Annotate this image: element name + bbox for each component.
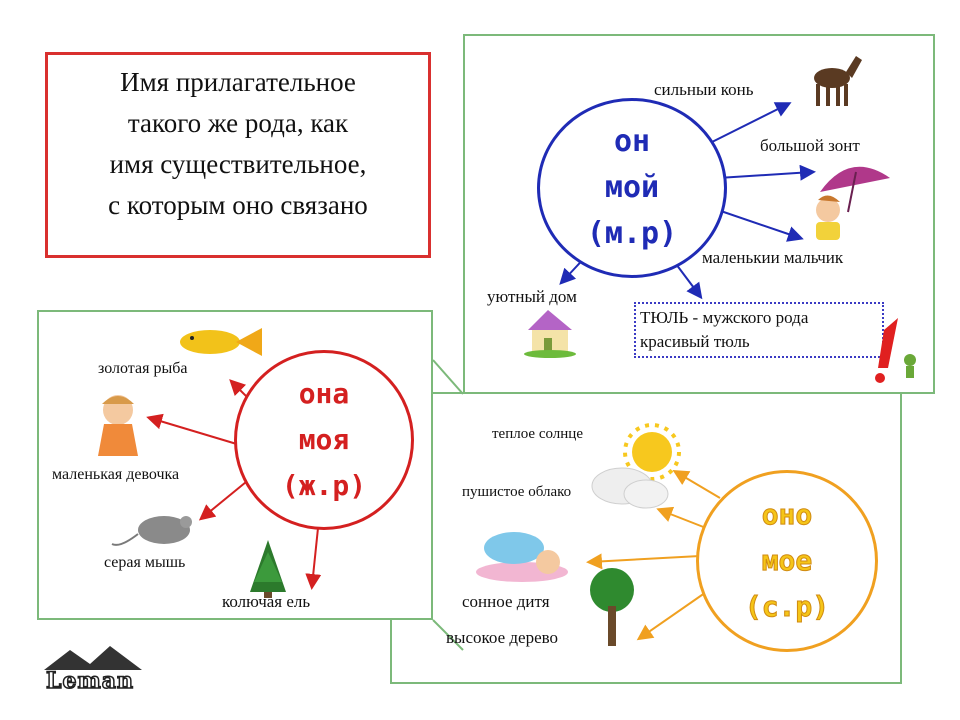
feminine-pronoun-1: она (298, 377, 350, 410)
label-golden-fish: золотая рыба (98, 360, 188, 377)
label-prickly-fir: колючая ель (222, 592, 311, 611)
sun-icon (623, 423, 681, 481)
arrow-m-2 (717, 164, 816, 181)
arrow-m-1 (699, 102, 792, 149)
tulle-note (634, 302, 884, 358)
arrow-m-3 (711, 207, 804, 242)
exclamation-icon (875, 318, 916, 383)
girl-icon (98, 395, 138, 456)
rule-text: Имя прилагательное такого же рода, как и… (45, 62, 431, 226)
neuter-pronoun-1: оно (761, 498, 813, 532)
cloud-icon (591, 467, 669, 509)
tree-icon (590, 568, 634, 646)
arrow-f-4 (305, 527, 322, 590)
label-tall-tree: высокое дерево (446, 628, 559, 647)
neuter-circle: оно мое (с.р) (696, 470, 878, 652)
horse-icon (814, 56, 862, 106)
boy-icon (816, 195, 840, 240)
arrow-m-5 (675, 263, 703, 300)
masculine-pronoun-1: он (613, 124, 651, 159)
arrow-n-4 (636, 587, 713, 641)
neuter-gender: (с.р) (744, 590, 830, 624)
masculine-gender: (м.р) (586, 216, 678, 251)
label-cozy-house: уютный дом (487, 287, 577, 306)
fir-tree-icon (250, 540, 286, 598)
house-icon (524, 310, 576, 358)
rule-line-2: такого же рода, как (127, 108, 349, 138)
feminine-gender: (ж.р) (281, 469, 367, 502)
arrow-n-3 (586, 553, 701, 570)
neuter-pronoun-2: мое (761, 544, 813, 578)
tulle-note-line-1: ТЮЛЬ - мужского рода (640, 308, 809, 327)
feminine-circle: она моя (ж.р) (234, 350, 414, 530)
label-warm-sun: теплое солнце (492, 426, 583, 442)
label-grey-mouse: серая мышь (104, 554, 186, 571)
arrow-n-2 (656, 506, 707, 529)
logo-mountains-icon (44, 646, 142, 670)
arrow-f-3 (198, 481, 247, 521)
rule-line-1: Имя прилагательное (120, 67, 356, 97)
rule-line-3: имя существительное, (109, 149, 367, 179)
masculine-pronoun-2: мой (604, 170, 660, 205)
arrow-n-1 (672, 469, 721, 499)
rule-line-4: с которым оно связано (108, 190, 368, 220)
rule-box (45, 52, 431, 258)
label-sleepy-child: сонное дитя (462, 592, 550, 611)
arrow-f-2 (146, 413, 241, 446)
label-strong-horse: сильныи конь (654, 80, 754, 99)
label-fluffy-cloud: пушистое облако (462, 484, 572, 500)
mouse-icon (111, 516, 192, 546)
feminine-pronoun-2: моя (298, 423, 350, 456)
label-little-boy: маленькии мальчик (702, 248, 844, 267)
umbrella-icon (820, 166, 890, 213)
goldfish-icon (180, 328, 262, 356)
label-little-girl: маленькая девочка (52, 466, 180, 483)
masculine-circle: он мой (м.р) (537, 98, 727, 278)
logo-text: Leman (45, 667, 134, 695)
baby-icon (476, 532, 568, 582)
tulle-note-line-2: красивый тюль (640, 332, 750, 351)
label-big-umbrella: большой зонт (760, 136, 860, 155)
